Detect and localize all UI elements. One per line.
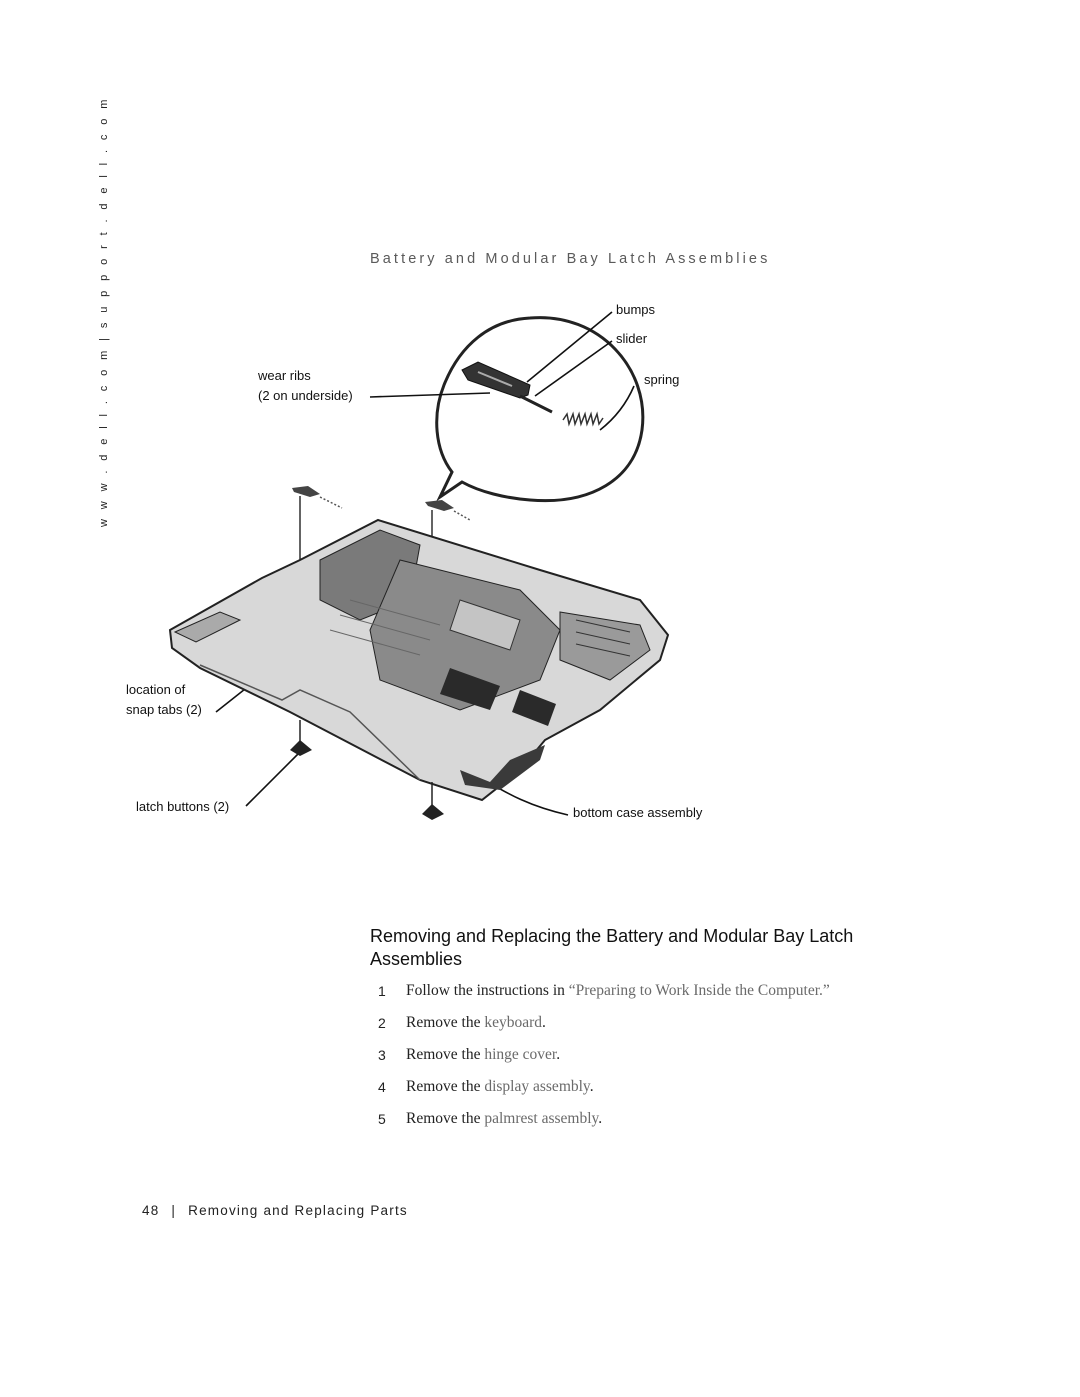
step-suffix: . [598,1110,603,1127]
bottom-case-icon [168,518,670,802]
step-link[interactable]: palmrest assembly [484,1110,599,1127]
latch-button-right-icon [422,782,444,820]
callout-snap-tabs: location of [126,682,186,697]
callout-wear-ribs-note: (2 on underside) [258,388,353,403]
callout-snap-tabs-count: snap tabs (2) [126,702,202,717]
page-number: 48 [142,1203,160,1218]
page-footer: 48 | Removing and Replacing Parts [142,1203,408,1218]
step-number: 2 [378,1015,386,1031]
step-number: 4 [378,1079,386,1095]
step-number: 3 [378,1047,386,1063]
latch-button-left-icon [290,720,312,756]
step-item: 3 Remove the hinge cover. [378,1046,830,1078]
slider-part-icon [461,361,553,414]
callout-slider: slider [616,331,648,346]
step-item: 4 Remove the display assembly. [378,1078,830,1110]
step-text: Remove the [406,1110,485,1127]
callout-bumps: bumps [616,302,656,317]
footer-separator: | [171,1203,177,1218]
step-item: 1 Follow the instructions in “Preparing … [378,982,830,1014]
section-heading: Removing and Replacing the Battery and M… [370,926,854,969]
callout-latch-buttons: latch buttons (2) [136,799,230,814]
step-suffix: . [556,1046,561,1063]
magnifier-bubble [435,316,645,503]
latch-assembly-illustration [168,311,670,820]
step-suffix: . [542,1014,546,1031]
step-item: 2 Remove the keyboard. [378,1014,830,1046]
step-item: 5 Remove the palmrest assembly. [378,1110,830,1142]
step-text: Follow the instructions in [406,982,569,999]
step-text: Remove the [406,1014,485,1031]
callout-bottom-case: bottom case assembly [573,805,703,820]
figure-title: Battery and Modular Bay Latch Assemblies [370,251,771,267]
callout-wear-ribs: wear ribs [258,368,311,383]
step-link[interactable]: hinge cover [484,1046,557,1063]
step-link[interactable]: keyboard [484,1014,543,1031]
callout-spring: spring [644,372,680,387]
step-link[interactable]: display assembly [484,1078,590,1095]
procedure-steps: 1 Follow the instructions in “Preparing … [378,982,830,1142]
spring-icon [562,411,604,427]
step-text: Remove the [406,1046,485,1063]
step-text: Remove the [406,1078,485,1095]
step-link[interactable]: “Preparing to Work Inside the Computer.” [568,982,830,999]
step-number: 1 [378,983,386,999]
chapter-title: Removing and Replacing Parts [188,1203,408,1218]
step-suffix: . [589,1078,594,1095]
step-number: 5 [378,1111,386,1127]
